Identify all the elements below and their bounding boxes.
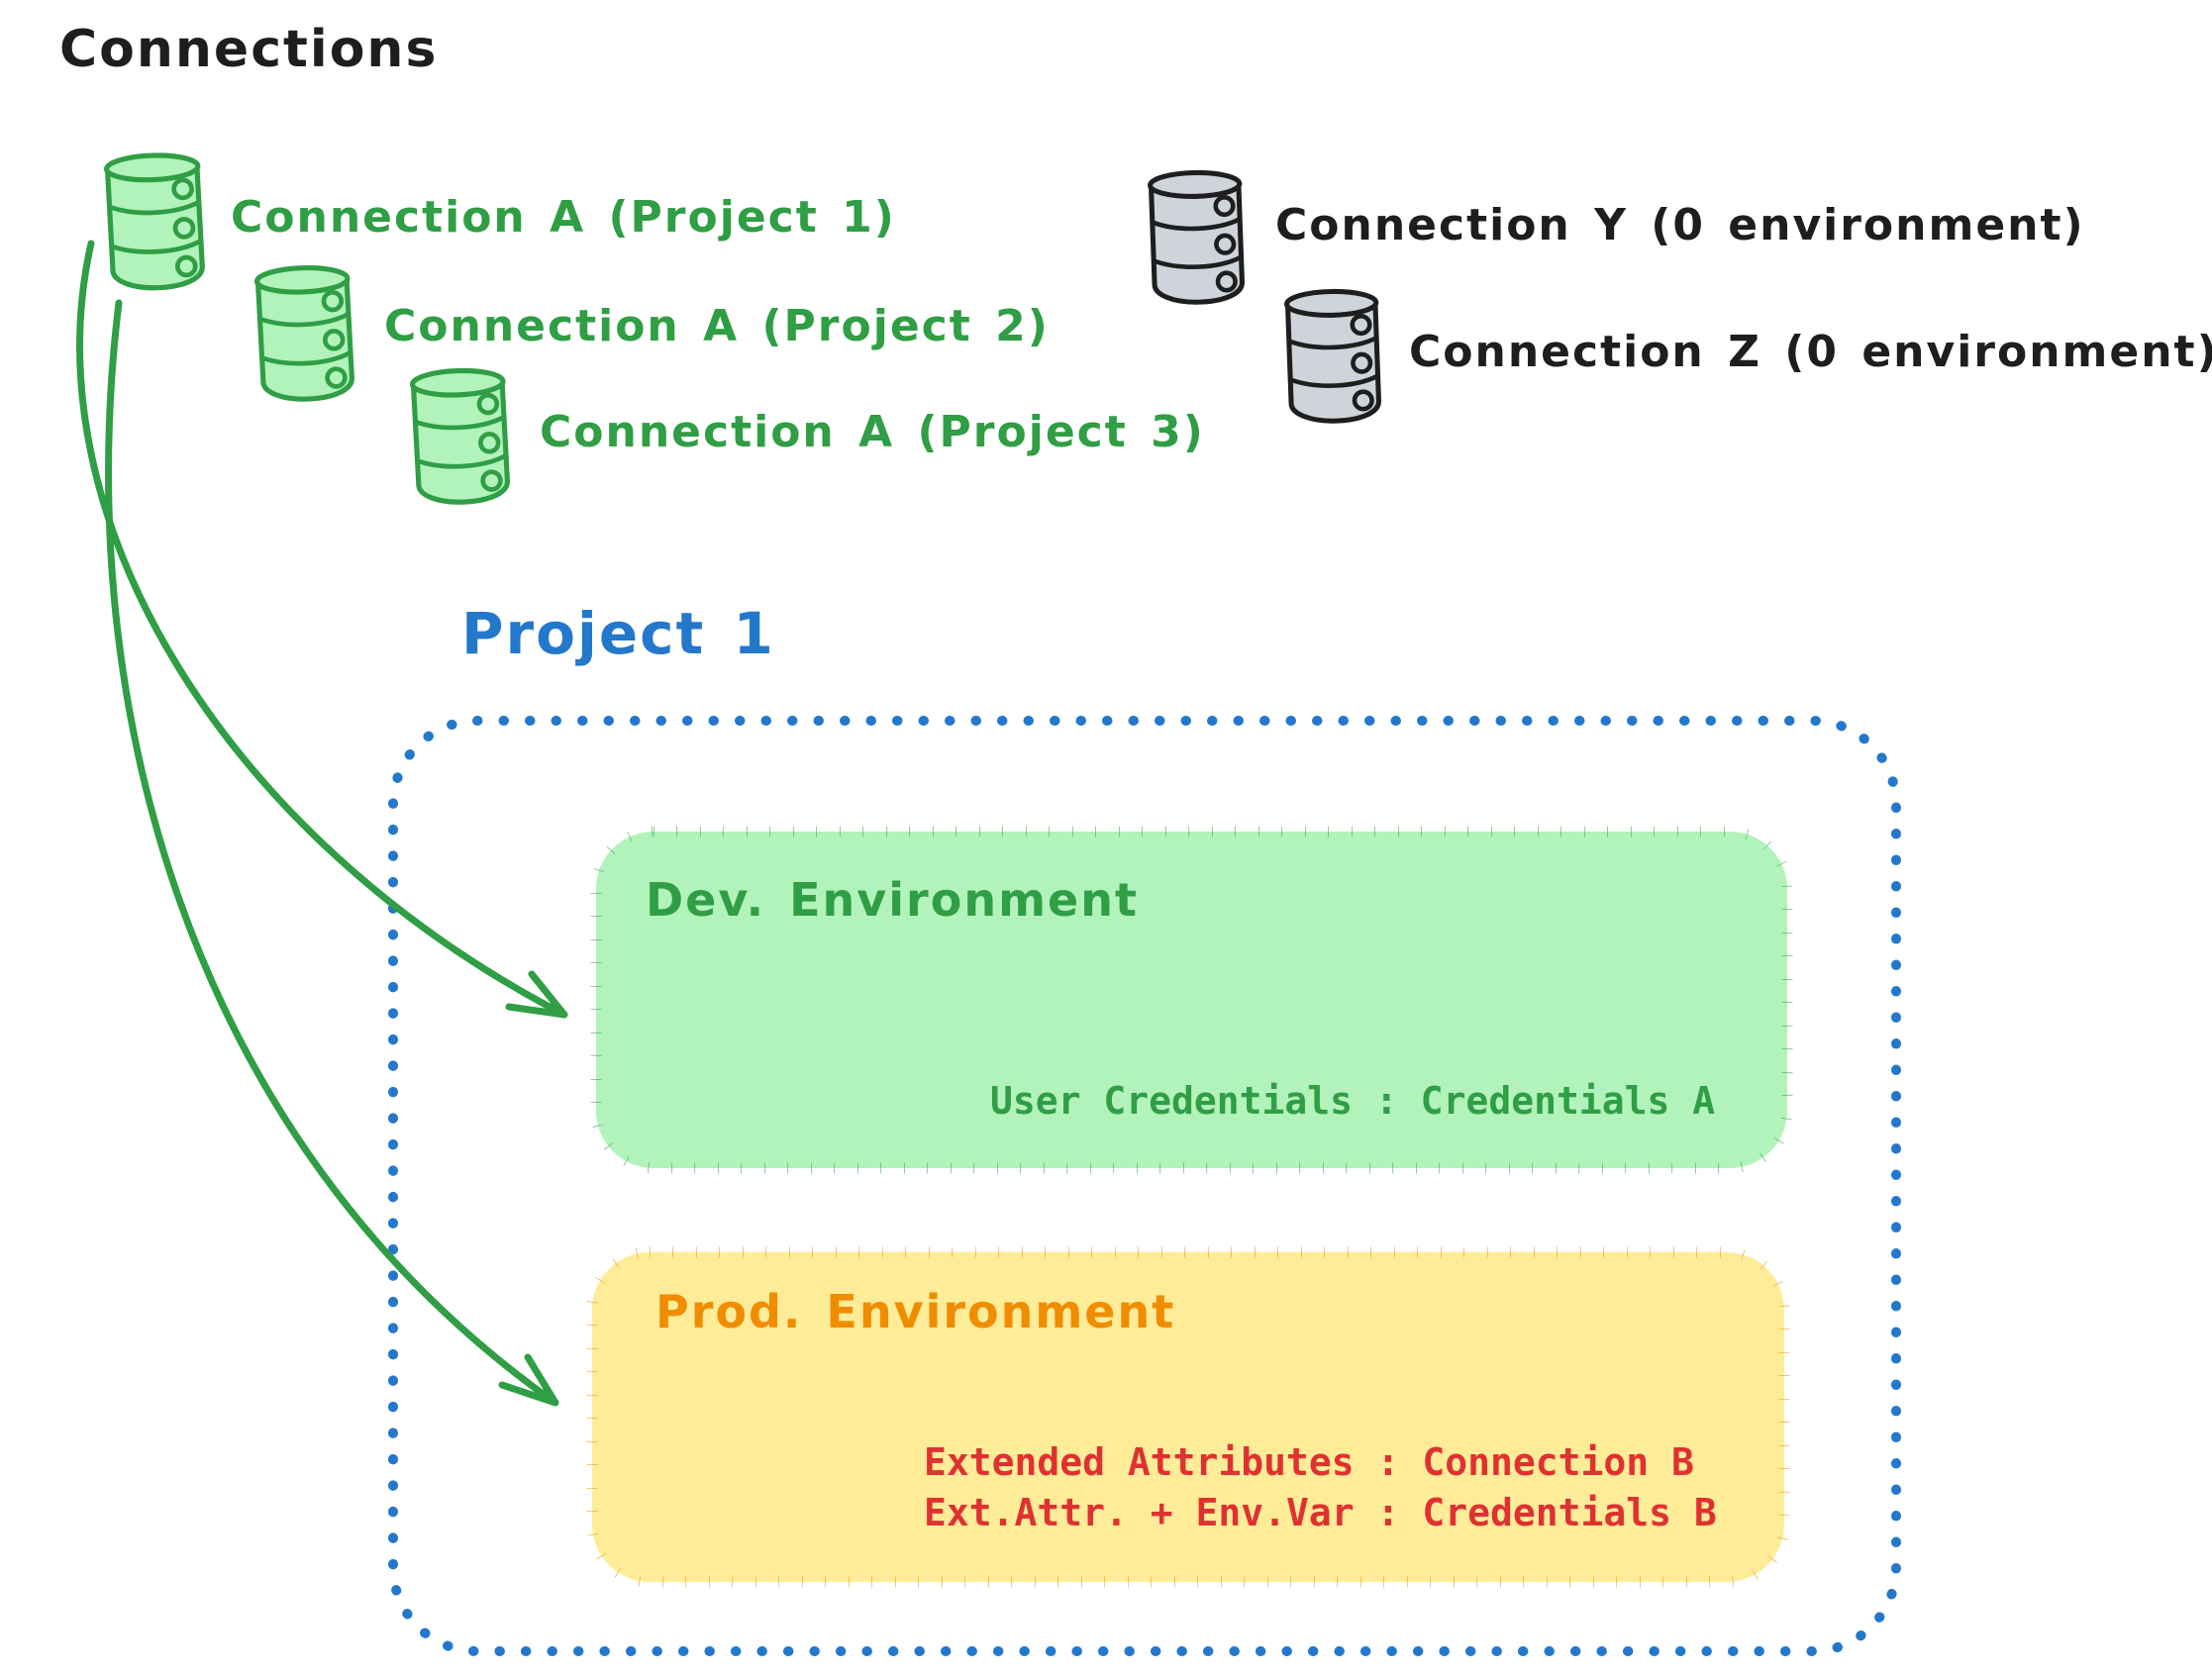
database-icon-connection-a-project-1 bbox=[96, 145, 213, 295]
database-icon-connection-z bbox=[1276, 284, 1390, 425]
label-connection-z: Connection Z (0 environment) bbox=[1409, 327, 2212, 377]
label-connection-a-project-2: Connection A (Project 2) bbox=[384, 301, 1050, 351]
prod-environment-mapping-line-2: Ext.Attr. + Env.Var : Credentials B bbox=[924, 1491, 1717, 1534]
arrow-to-prod-environment-head bbox=[498, 1353, 559, 1407]
prod-environment-box bbox=[586, 1246, 1790, 1588]
prod-environment-mapping-line-1: Extended Attributes : Connection B bbox=[924, 1440, 1694, 1484]
arrow-to-prod-environment bbox=[105, 299, 556, 1405]
dev-environment-title: Dev. Environment bbox=[646, 873, 1139, 927]
diagram-title: Connections bbox=[59, 20, 439, 79]
database-icon-connection-a-project-2 bbox=[247, 257, 362, 406]
dev-environment-box bbox=[590, 826, 1793, 1174]
dev-environment-credentials-mapping: User Credentials : Credentials A bbox=[990, 1079, 1716, 1123]
prod-environment-title: Prod. Environment bbox=[655, 1285, 1176, 1338]
project-1-title: Project 1 bbox=[461, 600, 775, 667]
label-connection-a-project-3: Connection A (Project 3) bbox=[540, 407, 1205, 457]
arrow-to-dev-environment-head bbox=[505, 970, 568, 1019]
label-connection-y: Connection Y (0 environment) bbox=[1275, 200, 2085, 250]
database-icon-connection-y bbox=[1140, 165, 1254, 306]
database-icon-connection-a-project-3 bbox=[402, 362, 520, 507]
arrow-to-dev-environment bbox=[76, 240, 566, 1018]
label-connection-a-project-1: Connection A (Project 1) bbox=[231, 192, 896, 243]
